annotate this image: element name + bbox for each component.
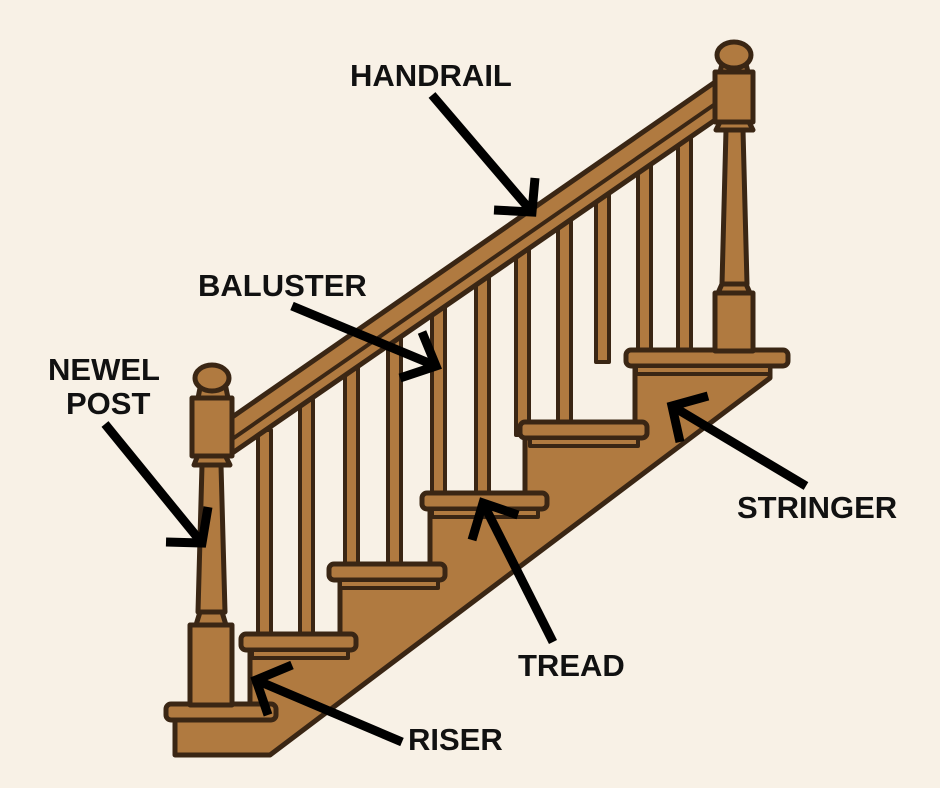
tread-arrow: [467, 497, 558, 645]
newel-shaft: [719, 127, 750, 287]
baluster: [514, 243, 531, 437]
newel-base: [187, 622, 235, 708]
baluster: [556, 213, 573, 437]
baluster: [386, 334, 403, 578]
label-newel-line2: POST: [66, 386, 150, 421]
baluster: [636, 156, 653, 364]
baluster: [430, 303, 447, 507]
handrail-arrow: [428, 92, 540, 217]
label-stringer: STRINGER: [737, 490, 897, 525]
label-newel-line1: NEWEL: [48, 352, 160, 387]
baluster: [343, 366, 360, 578]
label-riser: RISER: [408, 722, 503, 757]
tread: [326, 561, 448, 583]
baluster: [256, 428, 273, 642]
tread-nosing: [634, 364, 772, 376]
tread: [238, 631, 359, 653]
tread: [623, 347, 791, 369]
newel-finial: [714, 39, 754, 71]
tread: [517, 419, 650, 441]
newel-post-top: [712, 39, 756, 354]
newel-block: [189, 395, 235, 459]
newel-post-bottom: [187, 362, 235, 708]
label-baluster: BALUSTER: [198, 268, 367, 303]
newel-block: [712, 69, 756, 125]
riser-arrow: [250, 660, 404, 747]
newel-post-arrow: [101, 421, 213, 548]
handrail-groove: [226, 100, 720, 444]
baluster: [298, 398, 315, 642]
stringer-arrow: [666, 391, 809, 490]
newel-finial: [192, 362, 232, 394]
tread-nosing: [338, 578, 440, 590]
baluster-arrow: [290, 301, 442, 383]
label-tread: TREAD: [518, 648, 625, 683]
tread-nosing: [528, 436, 640, 448]
baluster: [676, 128, 693, 364]
baluster: [594, 186, 611, 364]
tread-nosing: [250, 648, 350, 660]
callout-arrows: [101, 92, 809, 747]
label-handrail: HANDRAIL: [350, 58, 512, 93]
baluster: [474, 271, 491, 507]
newel-base: [712, 290, 756, 354]
